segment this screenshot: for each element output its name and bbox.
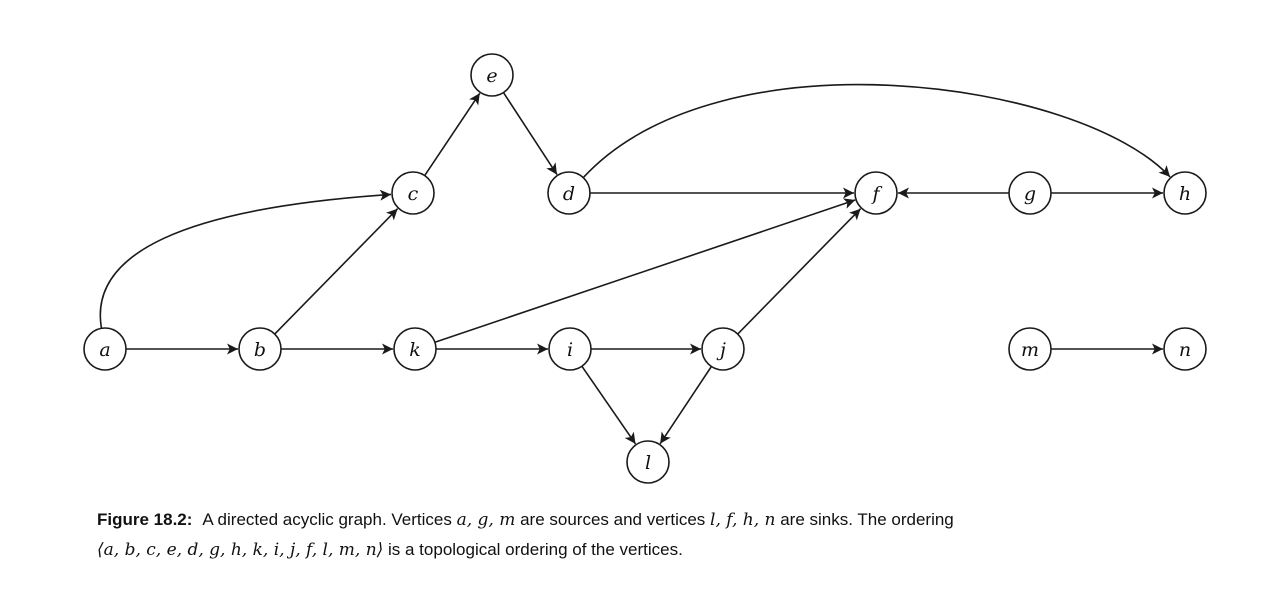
node-label-a: a (99, 339, 110, 361)
node-h: h (1163, 171, 1207, 215)
node-b: b (238, 327, 282, 371)
node-f: f (854, 171, 898, 215)
node-label-i: i (567, 339, 573, 361)
node-k: k (393, 327, 437, 371)
node-circle-m (1008, 327, 1052, 371)
node-i: i (548, 327, 592, 371)
figure-label: Figure 18.2: (97, 510, 193, 529)
caption-sources: a, g, m (456, 510, 516, 530)
node-circle-f (854, 171, 898, 215)
node-n: n (1163, 327, 1207, 371)
edge-k-f (434, 198, 856, 344)
node-label-f: f (870, 183, 882, 205)
node-d: d (547, 171, 591, 215)
edge-d-h (582, 83, 1171, 179)
edge-b-c (274, 208, 399, 335)
node-label-n: n (1179, 339, 1191, 361)
node-circle-n (1163, 327, 1207, 371)
caption-text-4: is a topological ordering of the vertice… (383, 540, 683, 559)
figure-caption: Figure 18.2: A directed acyclic graph. Ve… (97, 505, 1257, 565)
edge-j-l (659, 366, 713, 445)
node-label-m: m (1021, 339, 1039, 361)
caption-sinks: l, f, h, n (710, 510, 776, 530)
node-a: a (83, 327, 127, 371)
node-circle-k (393, 327, 437, 371)
caption-ordering: ⟨a, b, c, e, d, g, h, k, i, j, f, l, m, … (97, 540, 384, 560)
caption-text-3: are sinks. The ordering (775, 510, 954, 529)
node-circle-a (83, 327, 127, 371)
edge-a-c (99, 189, 392, 329)
directed-acyclic-graph: a b c e d f g h k i j l m n (83, 53, 1207, 484)
edge-c-e (424, 92, 481, 176)
node-j: j (701, 327, 745, 371)
caption-text-1: A directed acyclic graph. Vertices (202, 510, 457, 529)
node-label-k: k (409, 339, 421, 361)
node-label-h: h (1179, 183, 1191, 205)
node-circle-d (547, 171, 591, 215)
node-label-d: d (563, 183, 575, 205)
node-label-e: e (486, 65, 497, 87)
node-label-j: j (716, 339, 726, 361)
node-e: e (470, 53, 514, 97)
node-circle-e (470, 53, 514, 97)
edges (99, 83, 1171, 445)
node-circle-j (701, 327, 745, 371)
node-label-c: c (408, 183, 419, 205)
edge-i-l (581, 365, 637, 445)
node-c: c (391, 171, 435, 215)
node-circle-g (1008, 171, 1052, 215)
edge-e-d (502, 92, 558, 176)
node-m: m (1008, 327, 1052, 371)
nodes: a b c e d f g h k i j l m n (83, 53, 1207, 484)
node-circle-c (391, 171, 435, 215)
node-circle-b (238, 327, 282, 371)
node-circle-l (626, 440, 670, 484)
node-label-l: l (645, 452, 651, 474)
node-circle-h (1163, 171, 1207, 215)
node-g: g (1008, 171, 1052, 215)
node-circle-i (548, 327, 592, 371)
node-l: l (626, 440, 670, 484)
edge-j-f (737, 208, 862, 335)
caption-text-2: are sources and vertices (515, 510, 711, 529)
node-label-g: g (1024, 183, 1036, 205)
node-label-b: b (254, 339, 266, 361)
